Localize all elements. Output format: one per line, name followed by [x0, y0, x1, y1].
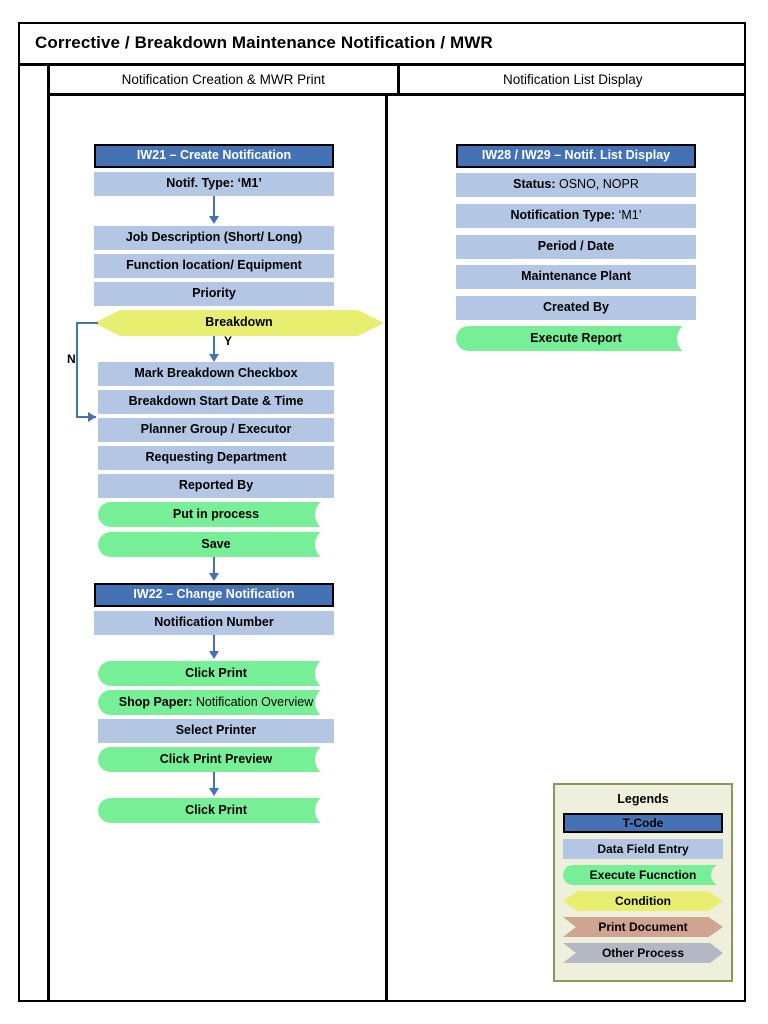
node-iw28-iw29-list-display[interactable]: IW28 / IW29 – Notif. List Display [456, 144, 696, 168]
column-header-notification-creation: Notification Creation & MWR Print [50, 66, 400, 93]
node-save[interactable]: Save [98, 532, 334, 557]
notification-type-label: Notification Type: [510, 208, 616, 223]
legend-item-data-field-entry: Data Field Entry [563, 839, 723, 859]
node-click-print-2[interactable]: Click Print [98, 798, 334, 823]
branch-label-no: N [67, 352, 76, 366]
node-put-in-process[interactable]: Put in process [98, 502, 334, 527]
status-value: OSNO, NOPR [558, 177, 639, 192]
node-list-notification-type[interactable]: Notification Type: ‘M1’ [456, 204, 696, 228]
legend-item-other-process: Other Process [563, 943, 723, 963]
shop-paper-label: Shop Paper: [118, 694, 193, 709]
status-label: Status: [513, 177, 556, 192]
node-notification-type[interactable]: Notif. Type: ‘M1’ [94, 172, 334, 196]
node-created-by[interactable]: Created By [456, 296, 696, 320]
legend-box: Legends T-Code Data Field Entry Execute … [553, 783, 733, 982]
arrow-down-icon [209, 651, 219, 659]
node-breakdown-condition[interactable]: Breakdown [94, 310, 384, 336]
lane-notification-creation: IW21 – Create Notification Notif. Type: … [50, 96, 385, 1002]
node-reported-by[interactable]: Reported By [98, 474, 334, 498]
column-header-notification-list: Notification List Display [502, 72, 643, 87]
connector-vertical-no [76, 322, 78, 418]
node-planner-group-executor[interactable]: Planner Group / Executor [98, 418, 334, 442]
diagram-title-bar: Corrective / Breakdown Maintenance Notif… [18, 22, 746, 66]
arrow-down-icon [209, 354, 219, 362]
branch-label-yes: Y [224, 334, 233, 348]
node-breakdown-start-datetime[interactable]: Breakdown Start Date & Time [98, 390, 334, 414]
column-divider [385, 96, 388, 1002]
lane-label-column [18, 66, 50, 1002]
node-maintenance-plant[interactable]: Maintenance Plant [456, 265, 696, 289]
node-select-printer[interactable]: Select Printer [98, 719, 334, 743]
node-priority[interactable]: Priority [94, 282, 334, 306]
connector-vertical [213, 557, 215, 575]
node-click-print-preview[interactable]: Click Print Preview [98, 747, 334, 772]
node-notification-number[interactable]: Notification Number [94, 611, 334, 635]
legend-item-condition: Condition [563, 891, 723, 911]
node-job-description[interactable]: Job Description (Short/ Long) [94, 226, 334, 250]
shop-paper-value: Notification Overview [195, 694, 314, 709]
connector-vertical [213, 635, 215, 653]
node-execute-report[interactable]: Execute Report [456, 326, 696, 351]
node-status[interactable]: Status: OSNO, NOPR [456, 173, 696, 197]
legend-item-print-document: Print Document [563, 917, 723, 937]
node-function-location[interactable]: Function location/ Equipment [94, 254, 334, 278]
node-click-print-1[interactable]: Click Print [98, 661, 334, 686]
lane-notification-list-display: IW28 / IW29 – Notif. List Display Status… [388, 96, 746, 1002]
column-header-row: Notification Creation & MWR Print Notifi… [50, 66, 746, 96]
node-shop-paper[interactable]: Shop Paper: Notification Overview [98, 690, 334, 715]
arrow-down-icon [209, 788, 219, 796]
connector-vertical [213, 196, 215, 218]
arrow-down-icon [209, 216, 219, 224]
node-iw21-create-notification[interactable]: IW21 – Create Notification [94, 144, 334, 168]
arrow-right-icon [88, 412, 96, 422]
legend-title: Legends [617, 792, 669, 806]
legend-item-execute-function: Execute Fucnction [563, 865, 723, 885]
connector-horizontal-no [76, 322, 98, 324]
node-mark-breakdown-checkbox[interactable]: Mark Breakdown Checkbox [98, 362, 334, 386]
connector-vertical [213, 772, 215, 790]
page-title: Corrective / Breakdown Maintenance Notif… [35, 32, 493, 52]
connector-horizontal-no-return [76, 416, 96, 418]
node-requesting-department[interactable]: Requesting Department [98, 446, 334, 470]
notification-type-value: ‘M1’ [618, 208, 642, 223]
connector-vertical-yes [213, 336, 215, 358]
node-iw22-change-notification[interactable]: IW22 – Change Notification [94, 583, 334, 607]
arrow-down-icon [209, 573, 219, 581]
node-period-date[interactable]: Period / Date [456, 235, 696, 259]
legend-item-t-code: T-Code [563, 813, 723, 833]
